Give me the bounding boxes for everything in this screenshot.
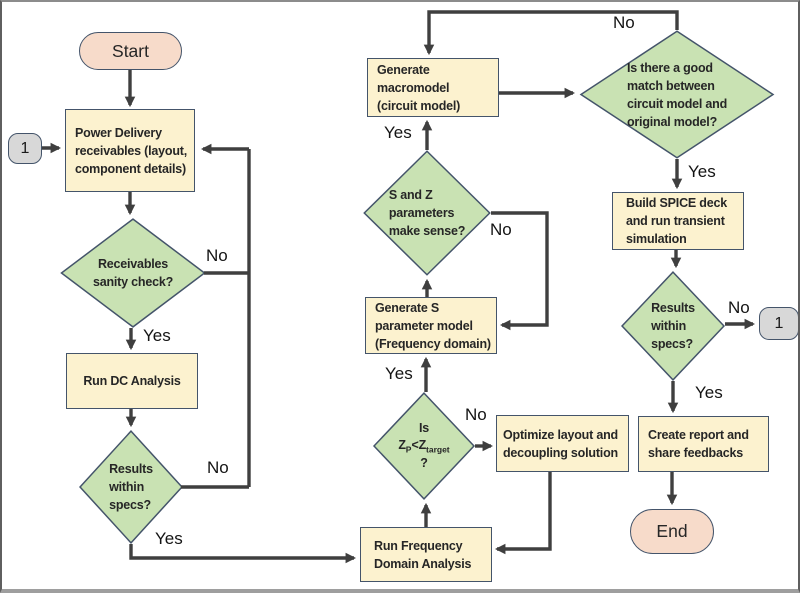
edge-label-no-sz: No (490, 220, 512, 239)
good-match-diamond: Is there a good match between circuit mo… (579, 30, 775, 159)
s-and-z-parameters-label: S and Z parameters make sense? (388, 188, 466, 238)
edge-optimize-to-runfreq (494, 472, 552, 555)
run-dc-analysis-label: Run DC Analysis (83, 374, 181, 388)
optimize-layout-label: Optimize layout and decoupling solution (503, 427, 618, 460)
diamond-shape (579, 30, 775, 159)
diamond-shape (373, 392, 475, 500)
run-frequency-domain-analysis-label: Run Frequency Domain Analysis (374, 538, 472, 571)
results-within-specs-left-label: Results within specs? (109, 462, 153, 512)
diamond-shape (79, 430, 183, 544)
edge-label-yes-receivables: Yes (143, 326, 171, 345)
results-within-specs-right-label: Results within specs? (651, 301, 695, 351)
run-dc-analysis-box: Run DC Analysis (66, 353, 198, 409)
generate-s-parameter-model-box: Generate S parameter model (Frequency do… (365, 297, 497, 354)
edge-label-no-zp: No (465, 405, 487, 424)
create-report-box: Create report and share feedbacks (638, 416, 769, 472)
diamond-shape (621, 271, 725, 381)
end-label: End (656, 521, 688, 541)
zp-less-than-ztarget-label: Is ZP<Ztarget ? (373, 392, 475, 500)
edge-label-no-results-right: No (728, 298, 750, 317)
generate-macromodel-label: Generate macromodel (circuit model) (377, 62, 461, 113)
results-within-specs-right-diamond: Results within specs? (621, 271, 725, 381)
start-terminator: Start (79, 32, 182, 70)
build-spice-deck-box: Build SPICE deck and run transient simul… (612, 192, 744, 250)
s-and-z-parameters-diamond: S and Z parameters make sense? (363, 150, 491, 276)
zp-line3: ? (420, 456, 428, 471)
receivables-sanity-check-label: Receivables sanity check? (92, 257, 174, 289)
zp-line1: Is (418, 421, 430, 436)
edge-label-no-match: No (613, 13, 635, 32)
build-spice-deck-label: Build SPICE deck and run transient simul… (626, 196, 727, 246)
results-within-specs-left-diamond: Results within specs? (79, 430, 183, 544)
end-terminator: End (630, 509, 714, 554)
diamond-shape (363, 150, 491, 276)
create-report-label: Create report and share feedbacks (648, 428, 749, 460)
optimize-layout-box: Optimize layout and decoupling solution (496, 415, 629, 472)
diamond-shape (60, 218, 206, 328)
run-frequency-domain-analysis-box: Run Frequency Domain Analysis (360, 527, 492, 582)
edge-label-no-receivables: No (206, 246, 228, 265)
edge-label-yes-results-right: Yes (695, 383, 723, 402)
generate-s-parameter-model-label: Generate S parameter model (Frequency do… (375, 300, 491, 351)
power-delivery-receivables-label: Power Delivery receivables (layout, comp… (75, 125, 188, 176)
offpage-connector-left: 1 (8, 133, 42, 164)
edge-label-no-results-left: No (207, 458, 229, 477)
power-delivery-receivables-box: Power Delivery receivables (layout, comp… (65, 109, 195, 192)
zp-less-than-ztarget-diamond: Is ZP<Ztarget ? (373, 392, 475, 500)
edge-label-yes-match: Yes (688, 162, 716, 181)
zp-line2: ZP<Ztarget (398, 437, 450, 455)
receivables-sanity-check-diamond: Receivables sanity check? (60, 218, 206, 328)
edge-label-yes-sz: Yes (384, 123, 412, 142)
offpage-connector-right: 1 (759, 307, 798, 340)
connector-left-label: 1 (20, 139, 30, 157)
generate-macromodel-box: Generate macromodel (circuit model) (367, 58, 499, 117)
good-match-label: Is there a good match between circuit mo… (626, 60, 728, 129)
edge-label-yes-results-left: Yes (155, 529, 183, 548)
start-label: Start (112, 40, 149, 61)
edge-label-yes-zp: Yes (385, 364, 413, 383)
connector-right-label: 1 (774, 314, 784, 332)
